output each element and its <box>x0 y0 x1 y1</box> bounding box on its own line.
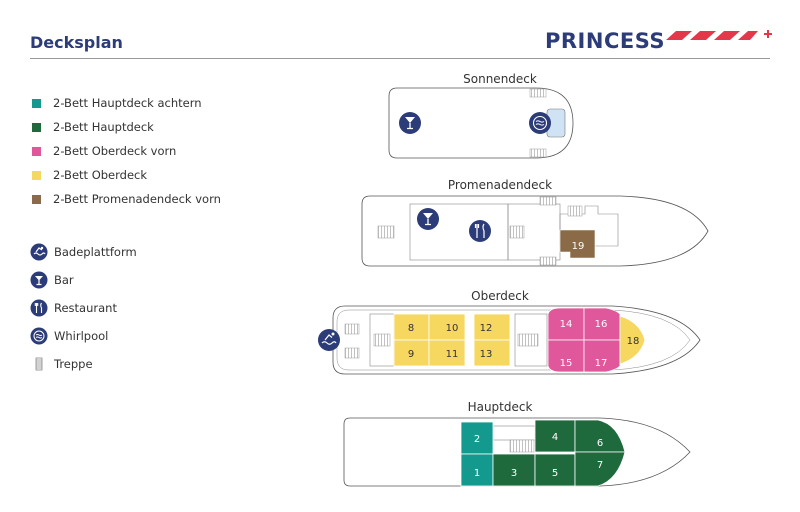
cabin-2[interactable]: 2 <box>460 421 494 455</box>
stairs-icon <box>517 333 539 347</box>
cabin-11[interactable]: 11 <box>428 339 466 367</box>
brand-logo: PRINCESS <box>545 29 666 53</box>
deck-sonnendeck <box>388 87 574 159</box>
whirlpool-icon <box>529 112 551 134</box>
svg-text:5: 5 <box>552 468 558 479</box>
legend-item-oberdeck-vorn: 2-Bett Oberdeck vorn <box>32 142 176 160</box>
svg-text:9: 9 <box>408 349 414 360</box>
svg-text:17: 17 <box>595 358 608 369</box>
svg-text:1: 1 <box>474 468 480 479</box>
cabin-16[interactable]: 16 <box>583 307 621 341</box>
legend-label: 2-Bett Oberdeck <box>53 168 148 182</box>
svg-text:7: 7 <box>597 460 603 471</box>
deck-label-hauptdeck: Hauptdeck <box>467 400 533 414</box>
whirlpool-icon <box>30 327 48 345</box>
svg-text:3: 3 <box>511 468 517 479</box>
svg-text:2: 2 <box>474 434 480 445</box>
svg-text:15: 15 <box>560 358 573 369</box>
swatch <box>32 170 41 180</box>
cocktail-icon <box>399 112 421 134</box>
legend-label: Bar <box>54 273 74 287</box>
legend-item-badeplattform: Badeplattform <box>30 243 137 261</box>
cabin-7[interactable]: 7 <box>574 451 626 487</box>
legend-label: 2-Bett Oberdeck vorn <box>53 144 177 158</box>
swim-icon <box>30 243 48 261</box>
legend-item-oberdeck: 2-Bett Oberdeck <box>32 166 147 184</box>
svg-text:18: 18 <box>627 336 640 347</box>
svg-text:4: 4 <box>552 432 558 443</box>
swatch <box>32 194 41 204</box>
swatch <box>32 146 41 156</box>
svg-text:6: 6 <box>597 438 603 449</box>
stairs-icon <box>344 323 360 335</box>
legend-item-restaurant: Restaurant <box>30 299 117 317</box>
cabin-13[interactable]: 13 <box>473 339 511 367</box>
deck-label-promenadendeck: Promenadendeck <box>447 178 553 192</box>
swatch <box>32 98 41 108</box>
cutlery-icon <box>469 220 491 242</box>
cabin-8[interactable]: 8 <box>393 313 430 341</box>
cabin-12[interactable]: 12 <box>473 313 511 341</box>
legend-label: 2-Bett Hauptdeck achtern <box>53 96 202 110</box>
deck-label-oberdeck: Oberdeck <box>471 289 529 303</box>
svg-text:12: 12 <box>480 323 493 334</box>
legend-label: 2-Bett Promenadendeck vorn <box>53 192 221 206</box>
legend-label: 2-Bett Hauptdeck <box>53 120 154 134</box>
legend-item-hauptdeck-achtern: 2-Bett Hauptdeck achtern <box>32 94 202 112</box>
stairs-icon <box>567 205 583 217</box>
header-divider <box>30 58 770 59</box>
cabin-15[interactable]: 15 <box>547 339 585 373</box>
stairs-icon <box>509 225 525 239</box>
stairs-icon <box>35 357 43 371</box>
stairs-icon <box>539 196 557 206</box>
cocktail-icon <box>417 208 439 230</box>
legend-label: Whirlpool <box>54 329 109 343</box>
legend-item-whirlpool: Whirlpool <box>30 327 108 345</box>
legend-item-promenadendeck-vorn: 2-Bett Promenadendeck vorn <box>32 190 221 208</box>
deck-hauptdeck: 2 1 3 4 5 6 7 <box>343 417 691 487</box>
swim-icon <box>318 329 340 351</box>
stairs-icon <box>344 347 360 359</box>
stairs-icon <box>529 148 547 158</box>
deck-promenadendeck: 19 <box>361 195 709 267</box>
cabin-19[interactable]: 19 <box>559 229 596 259</box>
cabin-9[interactable]: 9 <box>393 339 430 367</box>
svg-text:8: 8 <box>408 323 414 334</box>
page-title: Decksplan <box>30 33 123 52</box>
brand-stripes-icon <box>666 30 772 40</box>
svg-text:11: 11 <box>446 349 459 360</box>
cabin-17[interactable]: 17 <box>583 339 621 373</box>
stairs-icon <box>539 256 557 266</box>
svg-text:14: 14 <box>560 319 573 330</box>
swatch <box>32 122 41 132</box>
stairs-icon <box>377 225 395 239</box>
cabin-1[interactable]: 1 <box>460 453 494 487</box>
svg-text:16: 16 <box>595 319 608 330</box>
stairs-icon <box>509 439 535 453</box>
cabin-4[interactable]: 4 <box>534 419 576 453</box>
stairs-icon <box>529 88 547 98</box>
svg-text:10: 10 <box>446 323 459 334</box>
legend-item-hauptdeck: 2-Bett Hauptdeck <box>32 118 154 136</box>
legend-item-treppe: Treppe <box>30 355 93 373</box>
svg-text:13: 13 <box>480 349 493 360</box>
legend-label: Restaurant <box>54 301 117 315</box>
cabin-14[interactable]: 14 <box>547 307 585 341</box>
cabin-10[interactable]: 10 <box>428 313 466 341</box>
legend-label: Treppe <box>54 357 93 371</box>
svg-text:19: 19 <box>572 241 585 252</box>
deck-oberdeck: 8 9 10 11 12 13 14 15 <box>318 305 701 375</box>
cabin-5[interactable]: 5 <box>534 453 576 487</box>
cutlery-icon <box>30 299 48 317</box>
legend-item-bar: Bar <box>30 271 74 289</box>
cocktail-icon <box>30 271 48 289</box>
cabin-3[interactable]: 3 <box>492 453 536 487</box>
stairs-icon <box>373 333 391 347</box>
deck-label-sonnendeck: Sonnendeck <box>463 72 537 86</box>
legend-label: Badeplattform <box>54 245 137 259</box>
cabin-18[interactable]: 18 <box>619 315 646 365</box>
